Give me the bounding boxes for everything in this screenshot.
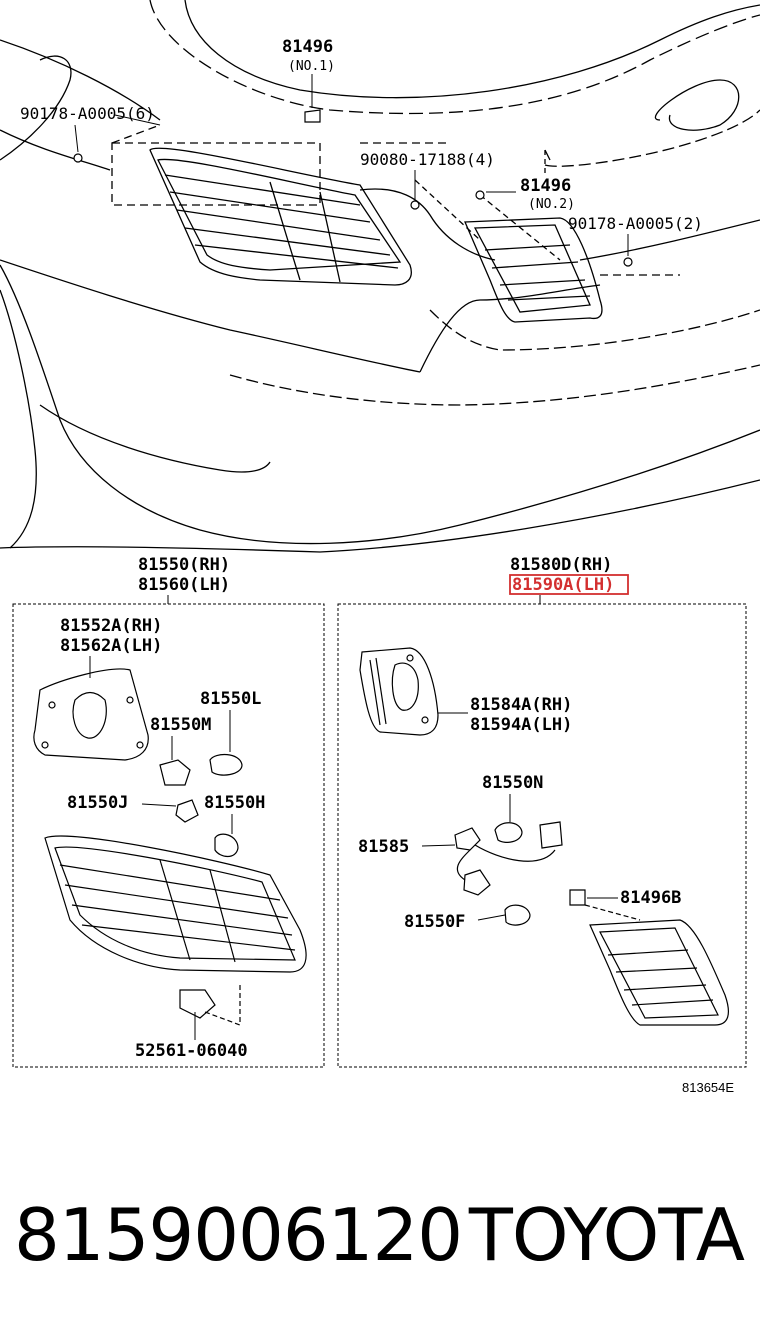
label-clip-right: 81496 — [520, 176, 571, 196]
right-group-labels: 81584A(RH) 81594A(LH) 81550N 81585 81550… — [358, 695, 681, 932]
label-socket-j: 81550J — [67, 793, 128, 813]
highlight-box — [509, 574, 629, 595]
socket-j-icon — [175, 799, 199, 823]
right-group-box — [337, 603, 747, 1068]
fastener-icons — [73, 109, 633, 267]
diagram-code: 813654E — [682, 1080, 734, 1095]
brand-name: TOYOTA — [468, 1193, 745, 1277]
gasket-icon — [33, 668, 149, 761]
footer: 8159006120 TOYOTA — [0, 1185, 760, 1285]
harness-socket-icon — [454, 827, 481, 851]
label-socket-m: 81550M — [150, 715, 211, 735]
bulb-h-icon — [214, 833, 239, 858]
label-clip-top: 81496 — [282, 37, 333, 57]
label-gasket-right-lh: 81594A(LH) — [470, 715, 572, 735]
socket-m-icon — [159, 759, 191, 786]
label-gasket-lh: 81562A(LH) — [60, 636, 162, 656]
label-bulb-f: 81550F — [404, 912, 465, 932]
label-bulb-l: 81550L — [200, 689, 261, 709]
left-group-labels: 81552A(RH) 81562A(LH) 81550L 81550M 8155… — [60, 616, 265, 1061]
gasket-right-icon — [359, 647, 439, 736]
label-clip-right-no: (NO.2) — [528, 197, 575, 212]
bulb-n-icon — [494, 822, 523, 843]
bulb-f-icon — [504, 904, 531, 926]
top-callouts: 81496 (NO.1) 90178-A0005(6) 90080-17188(… — [20, 37, 703, 256]
left-group-header: 81550(RH) 81560(LH) — [138, 555, 230, 604]
label-left-lh: 81560(LH) — [138, 575, 230, 595]
label-clip-top-no: (NO.1) — [288, 59, 335, 74]
clip-b-icon — [569, 889, 586, 906]
label-screw-right: 90178-A0005(2) — [568, 214, 703, 233]
bulb-l-icon — [209, 754, 243, 776]
right-group-header: 81580D(RH) 81590A(LH) — [509, 555, 629, 604]
label-gasket-right-rh: 81584A(RH) — [470, 695, 572, 715]
label-screw-left: 90178-A0005(6) — [20, 104, 155, 123]
label-gasket-rh: 81552A(RH) — [60, 616, 162, 636]
tail-lamp-icon — [44, 835, 307, 973]
right-group-parts — [359, 647, 729, 1026]
label-screw-mid: 90080-17188(4) — [360, 150, 495, 169]
back-up-lamp-icon — [589, 919, 729, 1026]
label-bulb-h: 81550H — [204, 793, 265, 813]
left-group-box — [12, 603, 325, 1068]
clip-icon — [179, 989, 216, 1019]
tail-lamp-assembly-upper — [149, 147, 412, 286]
car-body-outline — [0, 0, 760, 553]
part-number: 8159006120 — [14, 1193, 463, 1277]
label-right-lh: 81590A(LH) — [512, 575, 614, 595]
label-bulb-n: 81550N — [482, 773, 543, 793]
label-right-rh: 81580D(RH) — [510, 555, 612, 575]
back-up-lamp-upper — [464, 217, 603, 323]
label-clip: 52561-06040 — [135, 1041, 248, 1061]
label-clip-b: 81496B — [620, 888, 681, 908]
label-left-rh: 81550(RH) — [138, 555, 230, 575]
left-group-parts — [33, 668, 307, 1026]
connector-icon — [539, 821, 563, 849]
label-harness: 81585 — [358, 837, 409, 857]
